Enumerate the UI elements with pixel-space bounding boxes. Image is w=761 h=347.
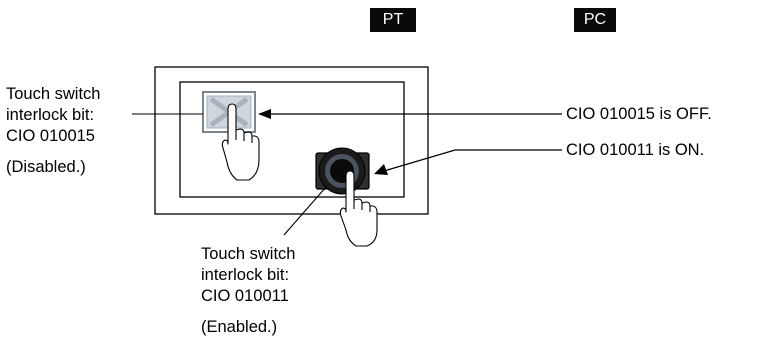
left-callout: Touch switch interlock bit: CIO 010015 (…: [6, 84, 100, 178]
bottom-callout-line1: Touch switch: [201, 244, 295, 265]
bottom-callout: Touch switch interlock bit: CIO 010011 (…: [201, 244, 295, 338]
pt-outer-frame: [155, 67, 428, 214]
bottom-callout-state: (Enabled.): [201, 317, 295, 338]
left-callout-state: (Disabled.): [6, 157, 100, 178]
pc-status-off: CIO 010015 is OFF.: [566, 104, 712, 125]
pc-status-on: CIO 010011 is ON.: [566, 140, 704, 161]
bottom-leader-line: [284, 187, 326, 235]
on-arrow: [374, 150, 562, 175]
off-arrow: [258, 109, 562, 119]
left-callout-line1: Touch switch: [6, 84, 100, 105]
bottom-callout-line2: interlock bit:: [201, 265, 295, 286]
bottom-callout-line3: CIO 010011: [201, 286, 295, 307]
left-callout-line2: interlock bit:: [6, 105, 100, 126]
enabled-switch-icon: [316, 148, 369, 194]
left-callout-line3: CIO 010015: [6, 126, 100, 147]
